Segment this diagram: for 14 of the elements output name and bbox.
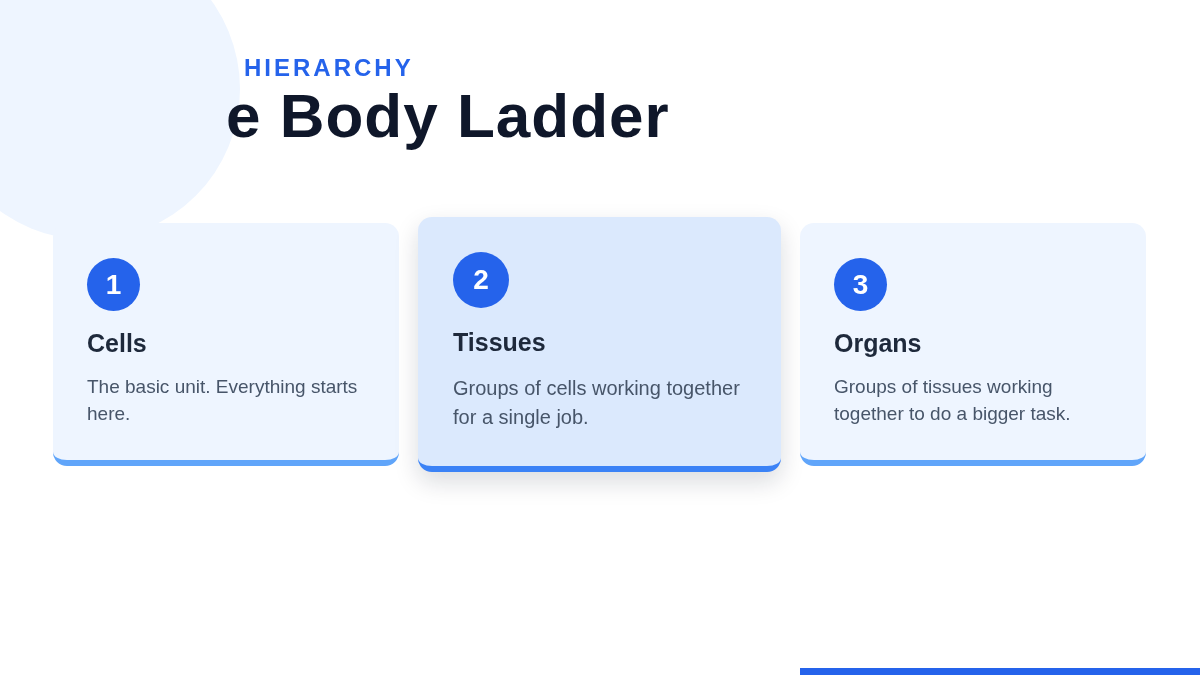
step-number-badge: 1 — [87, 258, 140, 311]
step-number-badge: 2 — [453, 252, 509, 308]
card-description: Groups of tissues working together to do a bigger task. — [834, 375, 1072, 426]
eyebrow-text: HIERARCHY — [244, 54, 414, 82]
step-number-badge: 3 — [834, 258, 887, 311]
card-heading: Organs — [834, 329, 922, 358]
title-heading: e Body Ladder — [226, 80, 670, 151]
step-card — [418, 217, 781, 472]
step-card — [800, 223, 1146, 466]
step-card — [53, 223, 399, 466]
card-heading: Tissues — [453, 328, 546, 357]
card-description: Groups of cells working together for a single job. — [453, 376, 741, 430]
card-heading: Cells — [87, 329, 147, 358]
card-description: The basic unit. Everything starts here. — [87, 375, 359, 426]
